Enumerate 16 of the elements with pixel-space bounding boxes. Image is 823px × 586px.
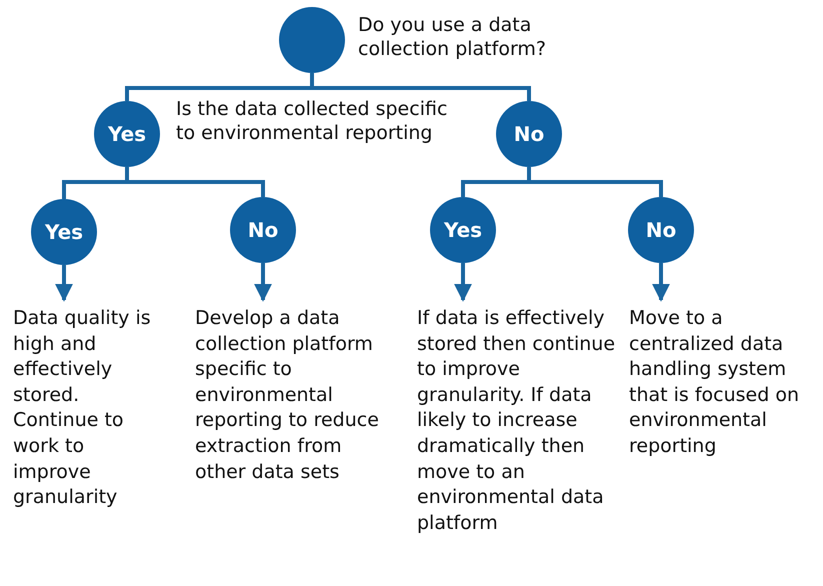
answer-label: No — [514, 122, 544, 146]
question-text: Is the data collected specific to environmental reporting — [176, 97, 448, 145]
answer-label: No — [646, 218, 676, 242]
outcome-text: Move to a centralized data handling system that is focused on environmental reporting — [629, 306, 823, 460]
arrow — [454, 263, 472, 302]
arrow — [652, 263, 670, 302]
outcome-text: Develop a data collection platform specific to environmental reporting to reduce extraction from other data sets — [195, 306, 390, 486]
answer-label: No — [248, 218, 278, 242]
arrow — [55, 265, 73, 302]
outcome-text: Data quality is high and effectively stored. Continue to work to improve granularity — [13, 306, 163, 511]
outcome-text: If data is effectively stored then continue to improve granularity. If data likely to increase dramatically then move to an environmental data platform — [417, 306, 617, 536]
arrow — [254, 263, 272, 302]
answer-label: Yes — [108, 122, 146, 146]
answer-label: Yes — [444, 218, 482, 242]
answer-label: Yes — [44, 220, 84, 244]
question-text: Do you use a data collection platform? — [358, 13, 548, 61]
